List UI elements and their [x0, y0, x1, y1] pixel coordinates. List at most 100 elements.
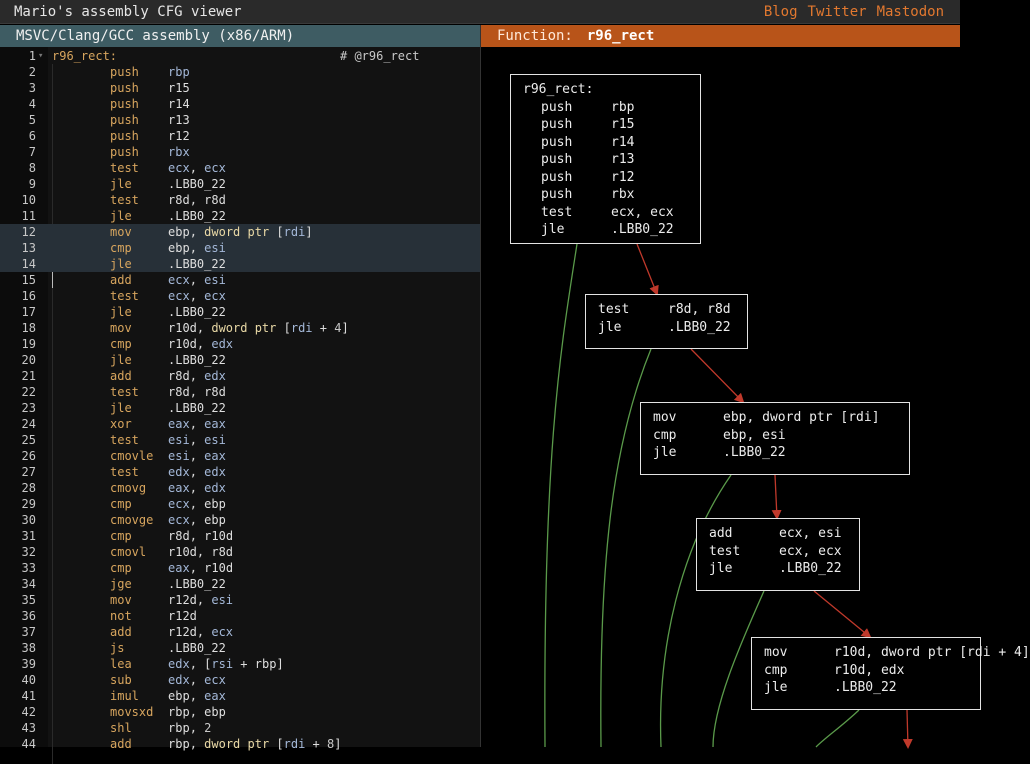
cfg-instruction: jle.LBB0_22: [709, 560, 849, 578]
code-mnemonic: jle: [110, 257, 132, 271]
line-number: 17: [21, 305, 36, 319]
line-number: 27: [21, 465, 36, 479]
code-mnemonic: cmp: [110, 337, 132, 351]
code-operands: .LBB0_22: [168, 209, 226, 223]
code-operands: eax, edx: [168, 481, 226, 495]
mastodon-link[interactable]: Mastodon: [876, 3, 944, 20]
code-operands: esi, esi: [168, 433, 226, 447]
code-operands: r10d, r8d: [168, 545, 234, 559]
code-line[interactable]: 26 cmovle esi, eax: [0, 448, 480, 464]
cfg-edge-fallthrough: [690, 348, 745, 404]
cfg-instruction-mnemonic: mov: [764, 645, 788, 660]
cfg-instruction-mnemonic: jle: [709, 561, 733, 576]
line-number: 11: [21, 209, 36, 223]
cfg-instruction-operands: ecx, esi: [779, 526, 842, 541]
line-number: 37: [21, 625, 36, 639]
code-operands: r12d, esi: [168, 593, 234, 607]
cfg-instruction-mnemonic: test: [598, 302, 630, 317]
cfg-instruction-operands: ebp, esi: [723, 427, 786, 443]
line-number: 44: [21, 737, 36, 751]
cfg-instruction-operands: r10d, edx: [834, 662, 905, 678]
code-mnemonic: mov: [110, 321, 132, 335]
code-comment: # @r96_rect: [340, 49, 420, 63]
blog-link[interactable]: Blog: [763, 3, 798, 20]
line-number: 33: [21, 561, 36, 575]
code-operands: .LBB0_22: [168, 401, 226, 415]
code-mnemonic: cmovl: [110, 545, 147, 559]
code-mnemonic: add: [110, 625, 132, 639]
code-mnemonic: movsxd: [110, 705, 154, 719]
cfg-instruction-mnemonic: jle: [541, 222, 565, 237]
line-number: 20: [21, 353, 36, 367]
code-operands: ecx, ecx: [168, 289, 226, 303]
cfg-edge-jump: [544, 243, 578, 748]
line-number: 38: [21, 641, 36, 655]
code-line[interactable]: 1▾r96_rect:# @r96_rect: [0, 48, 480, 64]
cfg-edge-fallthrough: [636, 243, 659, 296]
code-operands: r8d, r8d: [168, 193, 226, 207]
line-number: 7: [28, 145, 36, 159]
line-number: 14: [21, 257, 36, 271]
indent-guide: [52, 64, 53, 764]
cfg-instruction-mnemonic: push: [541, 187, 573, 202]
fold-toggle-icon[interactable]: ▾: [38, 51, 44, 61]
code-mnemonic: cmovle: [110, 449, 154, 463]
line-number: 26: [21, 449, 36, 463]
code-operands: rbp, dword ptr [rdi + 8]: [168, 737, 342, 751]
code-operands: esi, eax: [168, 449, 226, 463]
panel-divider[interactable]: [480, 25, 481, 747]
cfg-instruction-mnemonic: test: [709, 543, 741, 559]
twitter-link[interactable]: Twitter: [807, 3, 867, 20]
